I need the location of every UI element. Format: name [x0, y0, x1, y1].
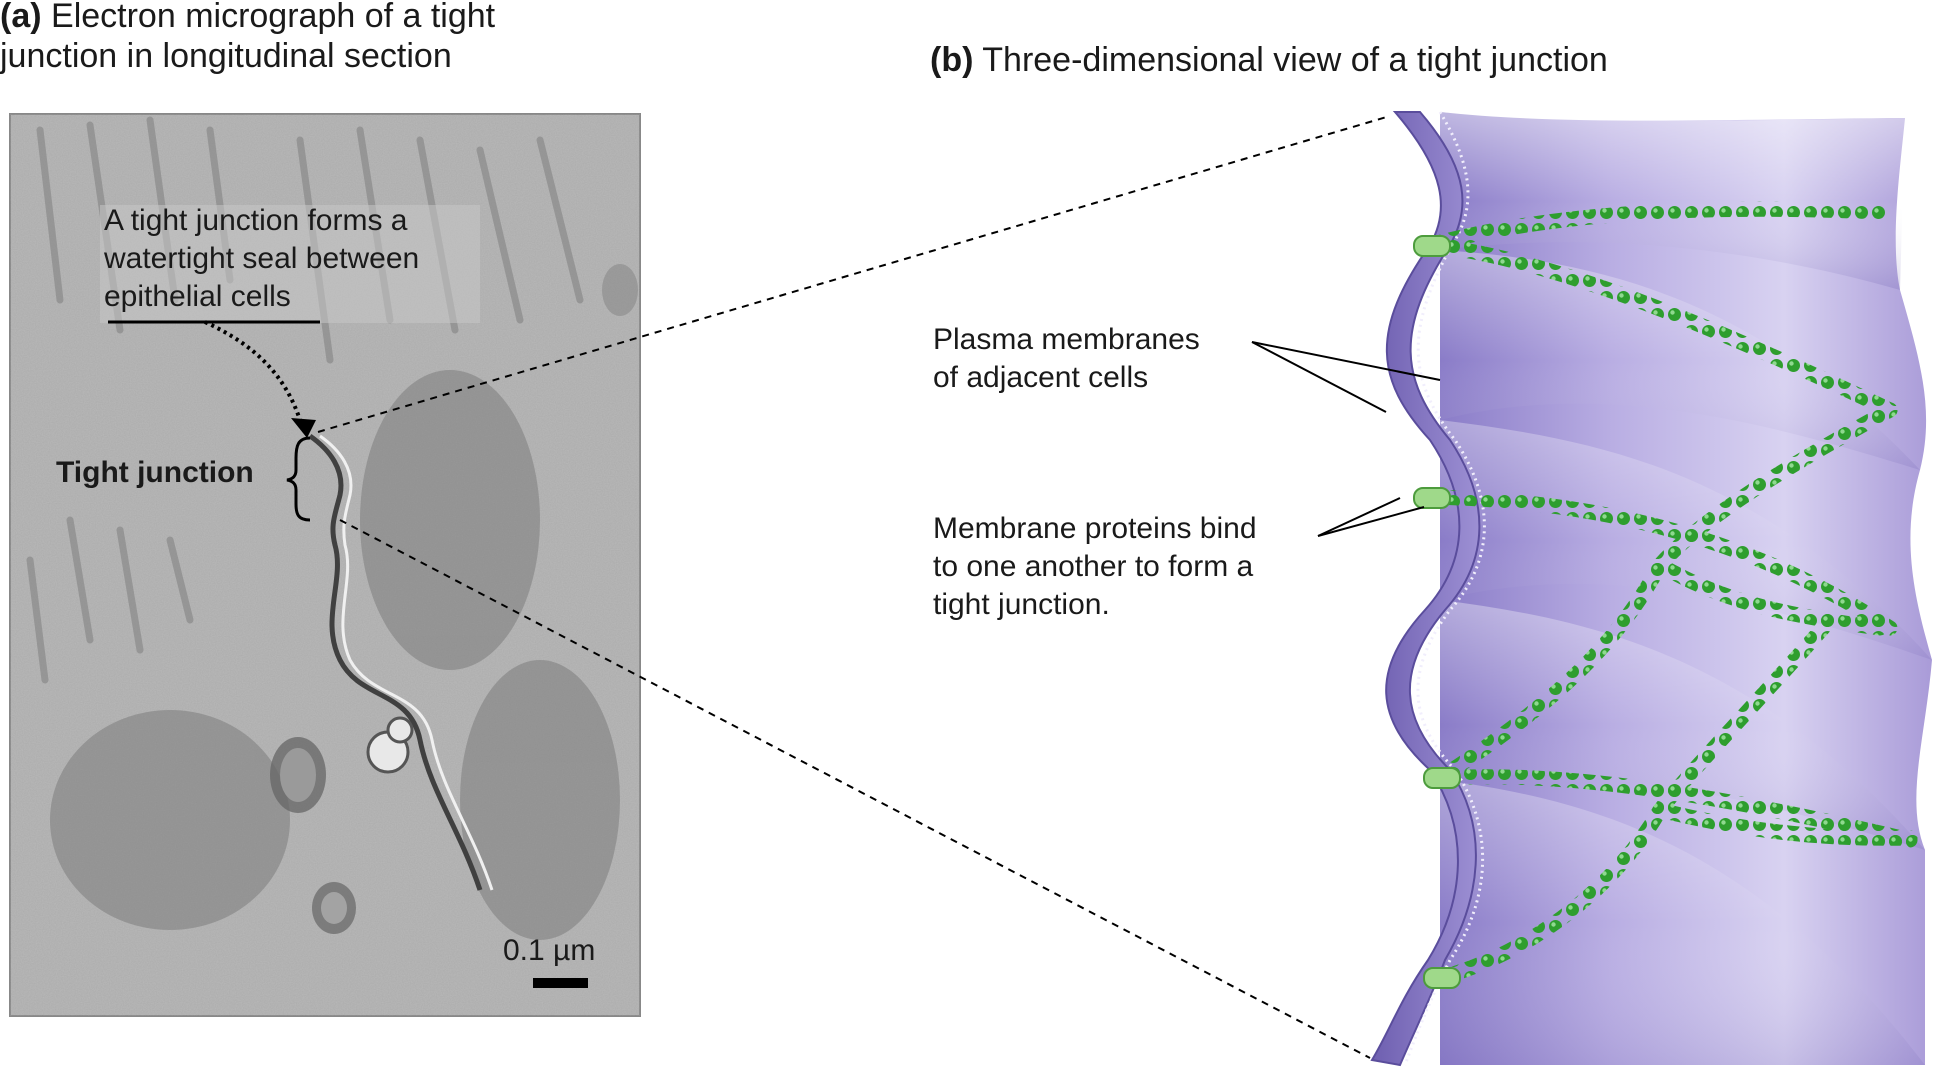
membranes-leader-2 — [1251, 341, 1441, 381]
panel-b-letter: (b) — [930, 41, 974, 79]
panel-a-title-line2: junction in longitudinal section — [0, 37, 452, 75]
membrane-proteins-line1: Membrane proteins bind — [933, 512, 1257, 545]
proteins-leader-2 — [1317, 506, 1425, 537]
callout-arrowhead — [291, 418, 316, 438]
callout-text: A tight junction forms a watertight seal… — [104, 202, 504, 316]
plasma-membranes-label: Plasma membranes of adjacent cells — [933, 321, 1200, 397]
panel-b-title-text: Three-dimensional view of a tight juncti… — [982, 41, 1608, 79]
projection-line-top — [317, 115, 1391, 433]
panel-a-title-line1: Electron micrograph of a tight — [51, 0, 496, 35]
panel-a-title: (a) Electron micrograph of a tight junct… — [0, 0, 495, 76]
adjacent-cell-membrane-left — [1370, 111, 1481, 1067]
panel-a-letter: (a) — [0, 0, 42, 35]
proteins-leader-1 — [1317, 497, 1401, 537]
plasma-membranes-line2: of adjacent cells — [933, 361, 1149, 394]
protein-strands — [1422, 201, 1918, 986]
membrane-proteins-line2: to one another to form a — [933, 550, 1254, 583]
projection-line-bottom — [339, 519, 1371, 1059]
membranes-leader-1 — [1251, 341, 1387, 413]
callout-line2: watertight seal between — [104, 242, 420, 275]
scale-bar-label: 0.1 µm — [503, 934, 596, 967]
junction-protein-nodes — [1413, 235, 1461, 989]
callout-line3: epithelial cells — [104, 280, 291, 313]
electron-micrograph — [9, 113, 641, 1017]
plasma-membranes-line1: Plasma membranes — [933, 323, 1200, 356]
membrane-proteins-line3: tight junction. — [933, 588, 1110, 621]
tight-junction-label: Tight junction — [56, 456, 254, 489]
callout-line1: A tight junction forms a — [104, 204, 408, 237]
tight-junction-brace — [286, 436, 311, 522]
tight-junction-3d-view — [1370, 111, 1932, 1067]
membrane-proteins-label: Membrane proteins bind to one another to… — [933, 510, 1257, 624]
scale-bar — [533, 978, 588, 988]
panel-b-title: (b) Three-dimensional view of a tight ju… — [930, 40, 1608, 80]
